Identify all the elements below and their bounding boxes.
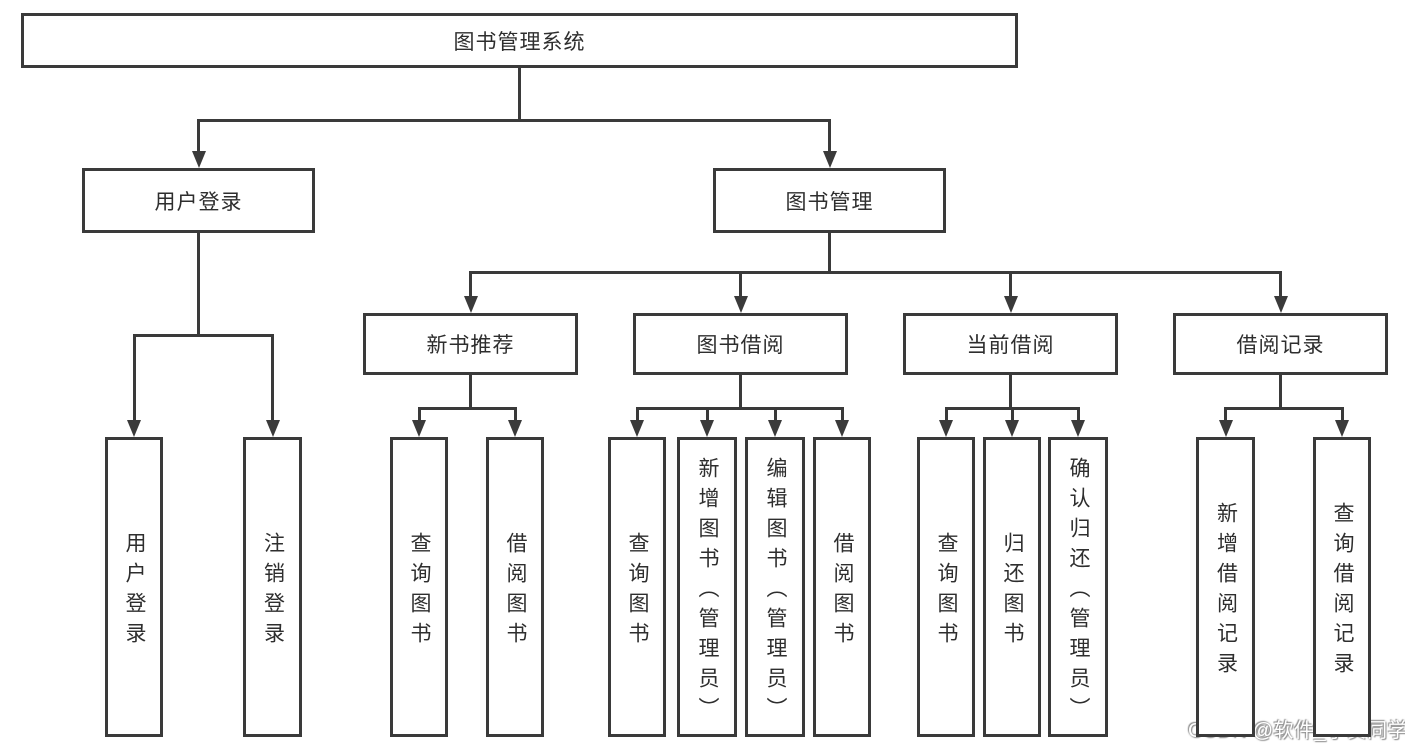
connector-add-books-admin-arrowhead-icon [700, 420, 714, 437]
node-system: 图书管理系统 [21, 13, 1018, 68]
system-label: 图书管理系统 [453, 30, 586, 54]
borrow-books-recommend-label: 借阅图书 [504, 531, 527, 652]
node-query-books-borrowing: 查询图书 [608, 437, 666, 737]
connector-drop-book-management [828, 120, 831, 154]
node-query-borrow-record: 查询借阅记录 [1313, 437, 1371, 737]
connector-query-books-borrowing-arrowhead-icon [630, 420, 644, 437]
connector-stem-book-management [828, 233, 831, 274]
node-add-borrow-record: 新增借阅记录 [1196, 437, 1255, 737]
connector-drop-current-borrowing [1009, 272, 1012, 299]
connector-query-borrow-record-arrowhead-icon [1335, 420, 1349, 437]
connector-book-management-arrowhead-icon [822, 151, 837, 168]
connector-query-books-current-arrowhead-icon [939, 420, 953, 437]
query-books-recommend-label: 查询图书 [408, 531, 431, 652]
connector-stem-user-login-group [197, 233, 200, 337]
connector-new-book-recommend-arrowhead-icon [463, 296, 478, 313]
node-borrow-books-recommend: 借阅图书 [486, 437, 544, 737]
connector-drop-edit-books-admin [773, 408, 777, 423]
connector-drop-borrow-books-recommend [513, 408, 517, 423]
query-books-current-label: 查询图书 [935, 531, 958, 652]
node-query-books-current: 查询图书 [917, 437, 975, 737]
connector-borrowing-records-arrowhead-icon [1273, 296, 1288, 313]
connector-drop-return-books [1010, 408, 1014, 423]
connector-drop-query-books-current [944, 408, 948, 423]
connector-stem-new-book-recommend [469, 375, 472, 410]
node-logout: 注销登录 [243, 437, 302, 737]
user-login-label: 用户登录 [123, 531, 146, 652]
connector-user-login-group-arrowhead-icon [191, 151, 206, 168]
connector-drop-user-login-group [197, 120, 200, 154]
connector-drop-book-borrowing [739, 272, 742, 299]
node-add-books-admin: 新增图书（管理员） [677, 437, 737, 737]
connector-drop-add-borrow-record [1224, 408, 1227, 423]
connector-stem-borrowing-records [1279, 375, 1282, 410]
current-borrowing-label: 当前借阅 [966, 334, 1055, 357]
connector-drop-query-borrow-record [1340, 408, 1344, 423]
book-borrowing-label: 图书借阅 [696, 334, 785, 357]
connector-return-books-arrowhead-icon [1005, 420, 1019, 437]
connector-edit-books-admin-arrowhead-icon [768, 420, 782, 437]
connector-current-borrowing-arrowhead-icon [1003, 296, 1018, 313]
node-query-books-recommend: 查询图书 [390, 437, 448, 737]
confirm-return-admin-label: 确认归还（管理员） [1067, 456, 1090, 727]
connector-branch-borrowing-records [1224, 406, 1344, 410]
node-current-borrowing: 当前借阅 [903, 313, 1118, 375]
connector-drop-logout [271, 335, 274, 423]
node-new-book-recommend: 新书推荐 [363, 313, 578, 375]
connector-logout-arrowhead-icon [265, 420, 280, 437]
new-book-recommend-label: 新书推荐 [426, 334, 515, 357]
add-books-admin-label: 新增图书（管理员） [696, 456, 719, 727]
logout-label: 注销登录 [261, 531, 285, 652]
connector-branch-book-management [469, 270, 1282, 274]
connector-drop-query-books-recommend [417, 408, 421, 423]
node-edit-books-admin: 编辑图书（管理员） [745, 437, 805, 737]
add-borrow-record-label: 新增借阅记录 [1214, 501, 1238, 682]
connector-user-login-arrowhead-icon [127, 420, 141, 437]
connector-branch-new-book-recommend [417, 406, 517, 410]
edit-books-admin-label: 编辑图书（管理员） [764, 456, 787, 727]
connector-drop-borrowing-records [1279, 272, 1282, 299]
connector-stem-current-borrowing [1009, 375, 1012, 410]
node-return-books: 归还图书 [983, 437, 1041, 737]
connector-stem-book-borrowing [739, 375, 742, 410]
connector-drop-confirm-return-admin [1076, 408, 1080, 423]
connector-branch-user-login-group [132, 333, 274, 337]
connector-stem-system [518, 68, 521, 122]
return-books-label: 归还图书 [1001, 531, 1024, 652]
connector-drop-user-login [132, 335, 136, 423]
connector-drop-new-book-recommend [469, 272, 472, 299]
user-login-group-label: 用户登录 [154, 190, 243, 214]
connector-borrow-books-recommend-arrowhead-icon [508, 420, 522, 437]
node-user-login-group: 用户登录 [82, 168, 315, 233]
node-borrowing-records: 借阅记录 [1173, 313, 1388, 375]
book-management-label: 图书管理 [785, 190, 874, 214]
borrow-books-borrowing-label: 借阅图书 [831, 531, 854, 652]
query-books-borrowing-label: 查询图书 [626, 531, 649, 652]
connector-book-borrowing-arrowhead-icon [733, 296, 748, 313]
connector-drop-add-books-admin [705, 408, 709, 423]
query-borrow-record-label: 查询借阅记录 [1331, 501, 1354, 682]
connector-branch-system [197, 118, 831, 122]
connector-branch-book-borrowing [635, 406, 844, 410]
node-borrow-books-borrowing: 借阅图书 [813, 437, 871, 737]
node-book-management: 图书管理 [713, 168, 946, 233]
connector-drop-query-books-borrowing [635, 408, 639, 423]
connector-confirm-return-admin-arrowhead-icon [1071, 420, 1085, 437]
connector-drop-borrow-books-borrowing [840, 408, 844, 423]
node-user-login: 用户登录 [105, 437, 163, 737]
connector-borrow-books-borrowing-arrowhead-icon [835, 420, 849, 437]
borrowing-records-label: 借阅记录 [1236, 334, 1325, 357]
node-confirm-return-admin: 确认归还（管理员） [1048, 437, 1108, 737]
connector-add-borrow-record-arrowhead-icon [1218, 420, 1233, 437]
node-book-borrowing: 图书借阅 [633, 313, 848, 375]
connector-query-books-recommend-arrowhead-icon [412, 420, 426, 437]
